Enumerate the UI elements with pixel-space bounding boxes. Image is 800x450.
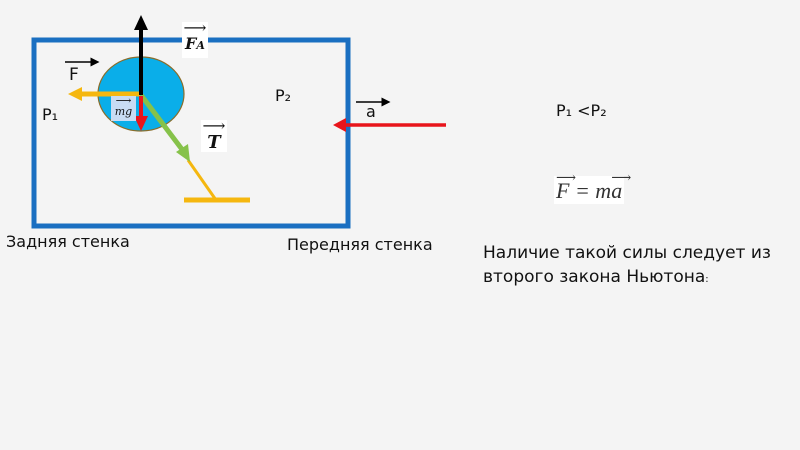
string bbox=[184, 159, 250, 203]
label-buoyancy-fa: ⟶ FA bbox=[182, 18, 208, 58]
label-accel: a bbox=[366, 102, 376, 121]
vector-arrow-icon: ⟶ bbox=[115, 94, 132, 107]
acceleration-arrow bbox=[333, 118, 446, 132]
vector-arrow-icon: ⟶ bbox=[183, 18, 207, 37]
label-back-wall: Задняя стенка bbox=[6, 232, 130, 251]
label-mg: ⟶ mg bbox=[111, 94, 136, 121]
newton-formula: ⟶F = m⟶a bbox=[554, 171, 632, 204]
force-f-arrow bbox=[68, 87, 140, 101]
label-p1: P₁ bbox=[42, 105, 59, 124]
vector-arrow-icon: ⟶ bbox=[202, 116, 226, 135]
buoyancy-arrow bbox=[134, 15, 148, 95]
gravity-arrow bbox=[134, 96, 148, 131]
label-front-wall: Передняя стенка bbox=[287, 235, 433, 254]
pressure-comparison: P₁ <P₂ bbox=[556, 101, 607, 120]
formula-f: ⟶F bbox=[556, 171, 577, 203]
label-tension-t: ⟶ T bbox=[201, 116, 227, 153]
formula-a: ⟶a bbox=[611, 171, 632, 203]
label-force-f: F bbox=[69, 65, 79, 85]
newton-note: Наличие такой силы следует из второго за… bbox=[483, 243, 771, 287]
tension-arrow bbox=[139, 93, 190, 162]
label-p2: P₂ bbox=[275, 86, 292, 105]
